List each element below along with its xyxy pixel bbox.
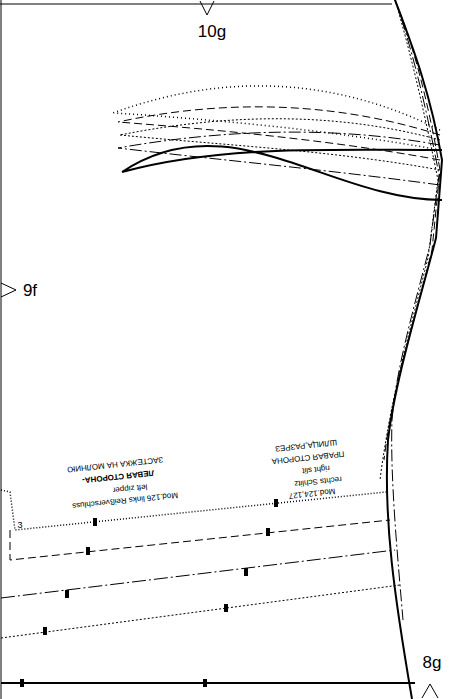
model-note: ПРАВАЯ СТОРОНА [271,449,344,465]
hem-line [1,682,415,684]
dart-line [113,86,440,150]
edge-line [0,4,392,5]
edge-line [1,0,2,699]
hem-line [1,490,386,530]
hem-line [1,585,400,638]
notch-marker [1,283,16,297]
model-note: Mod.126 links Reißverschluss [72,490,179,509]
model-note: ЛЕВАЯ СТОРОНА- [82,468,155,484]
model-note: left zipper [112,482,147,494]
side-seam [387,0,442,699]
notch-marker [200,1,214,15]
marker-number: 3 [17,521,22,530]
hem-line [10,520,390,560]
hem-line [1,550,395,598]
side-seam [380,0,438,480]
notch-ticks [22,499,276,687]
model-note: rechts Schlitz [294,475,342,488]
dart-line [122,146,442,200]
notch-marker [422,684,438,698]
notch-number: 10g [198,23,226,40]
model-note: right slit [302,464,330,475]
model-note: Mod.124,127 [288,487,335,500]
side-seam [392,0,439,620]
notch-number: 8g [423,654,442,671]
notch-number: 9f [23,282,37,299]
